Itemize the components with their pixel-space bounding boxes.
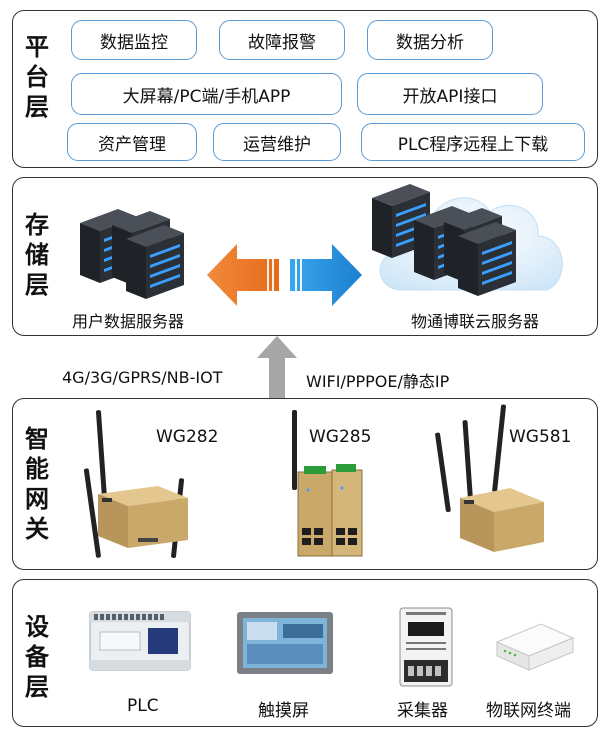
- cloud-server-label: 物通博联云服务器: [411, 312, 540, 331]
- service-operation-maintenance: 运营维护: [213, 123, 341, 161]
- wg581-label: WG581: [509, 427, 572, 447]
- collector-label: 采集器: [397, 701, 448, 721]
- iot-terminal-device-icon: [495, 623, 575, 671]
- touchscreen-label: 触摸屏: [258, 701, 309, 721]
- wg282-router-icon: [83, 410, 188, 558]
- iot-terminal-label: 物联网终端: [486, 701, 571, 721]
- storage-layer-label: 存储层: [25, 211, 49, 299]
- wg581-router-icon: [435, 404, 544, 552]
- wg285-router-icon: [292, 410, 363, 557]
- user-server-label: 用户数据服务器: [72, 312, 185, 331]
- plc-label: PLC: [127, 696, 159, 716]
- service-data-monitoring: 数据监控: [71, 20, 197, 60]
- platform-layer-label: 平台层: [25, 33, 49, 121]
- cellular-link-label: 4G/3G/GPRS/NB-IOT: [62, 368, 223, 387]
- uplink-arrow-icon: [257, 336, 297, 400]
- gateway-layer-label: 智能网关: [25, 425, 49, 543]
- bidirectional-sync-arrows: [207, 244, 362, 306]
- device-layer-label: 设备层: [25, 613, 49, 701]
- plc-device-icon: [89, 611, 191, 671]
- user-server-cluster-icon: [80, 209, 184, 299]
- cloud-server-icon: [372, 184, 563, 296]
- wg282-label: WG282: [156, 427, 219, 447]
- service-fault-alarm: 故障报警: [219, 20, 345, 60]
- arrow-left-icon: [207, 244, 279, 306]
- service-asset-management: 资产管理: [67, 123, 197, 161]
- touchscreen-device-icon: [237, 612, 333, 674]
- wg285-label: WG285: [309, 427, 372, 447]
- collector-device-icon: [399, 607, 453, 687]
- service-plc-remote-program: PLC程序远程上下载: [361, 123, 585, 161]
- service-screen-pc-app: 大屏幕/PC端/手机APP: [71, 73, 342, 115]
- service-open-api: 开放API接口: [357, 73, 543, 115]
- arrow-right-icon: [290, 244, 362, 306]
- wired-link-label: WIFI/PPPOE/静态IP: [306, 372, 450, 391]
- service-data-analysis: 数据分析: [367, 20, 493, 60]
